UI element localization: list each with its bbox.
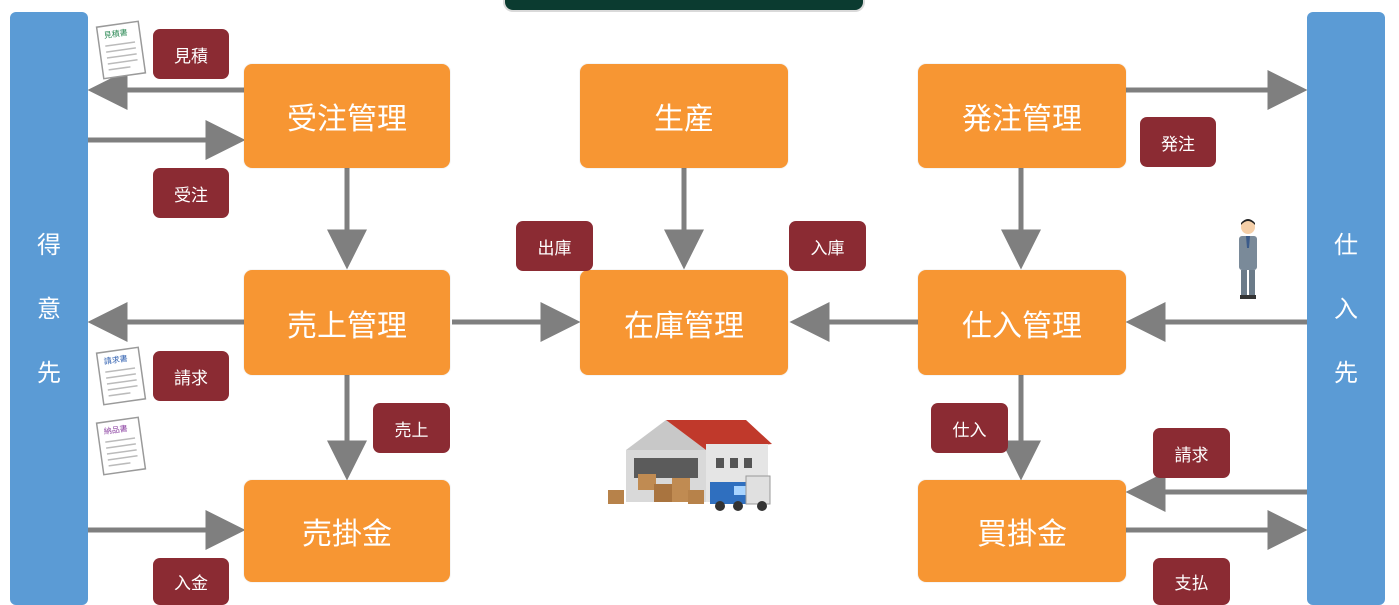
estimate-document-icon: 見積書 xyxy=(92,18,150,80)
tag-shipping-out: 出庫 xyxy=(516,221,593,271)
process-production: 生産 xyxy=(580,64,788,168)
delivery-doc-title: 納品書 xyxy=(103,423,128,436)
supplier-char-2: 入 xyxy=(1334,294,1358,323)
title-bar xyxy=(503,0,865,12)
supplier-entity: 仕 入 先 xyxy=(1307,12,1385,605)
tag-purchase-in: 仕入 xyxy=(931,403,1008,453)
process-purchasing: 仕入管理 xyxy=(918,270,1126,375)
process-order-receiving: 受注管理 xyxy=(244,64,450,168)
tag-purchase-order: 発注 xyxy=(1140,117,1216,167)
businessman-icon xyxy=(1236,218,1260,300)
tag-stock-in: 入庫 xyxy=(789,221,866,271)
invoice-doc-title: 請求書 xyxy=(103,353,128,366)
invoice-document-icon: 請求書 xyxy=(92,344,150,406)
customer-entity: 得 意 先 xyxy=(10,12,88,605)
delivery-document-icon: 納品書 xyxy=(92,414,150,476)
estimate-doc-title: 見積書 xyxy=(103,27,128,40)
process-payables: 買掛金 xyxy=(918,480,1126,582)
customer-char-3: 先 xyxy=(37,358,61,387)
tag-invoice-supplier: 請求 xyxy=(1153,428,1230,478)
process-inventory: 在庫管理 xyxy=(580,270,788,375)
process-purchase-ordering: 発注管理 xyxy=(918,64,1126,168)
tag-payment-received: 入金 xyxy=(153,558,229,605)
customer-char-1: 得 xyxy=(37,230,61,259)
tag-invoice-customer: 請求 xyxy=(153,351,229,401)
supplier-char-1: 仕 xyxy=(1334,230,1358,259)
customer-char-2: 意 xyxy=(37,294,61,323)
supplier-char-3: 先 xyxy=(1334,358,1358,387)
tag-payment-made: 支払 xyxy=(1153,558,1230,605)
process-sales: 売上管理 xyxy=(244,270,450,375)
process-receivables: 売掛金 xyxy=(244,480,450,582)
tag-order-received: 受注 xyxy=(153,168,229,218)
tag-estimate: 見積 xyxy=(153,29,229,79)
tag-sales: 売上 xyxy=(373,403,450,453)
warehouse-truck-icon xyxy=(606,412,776,514)
